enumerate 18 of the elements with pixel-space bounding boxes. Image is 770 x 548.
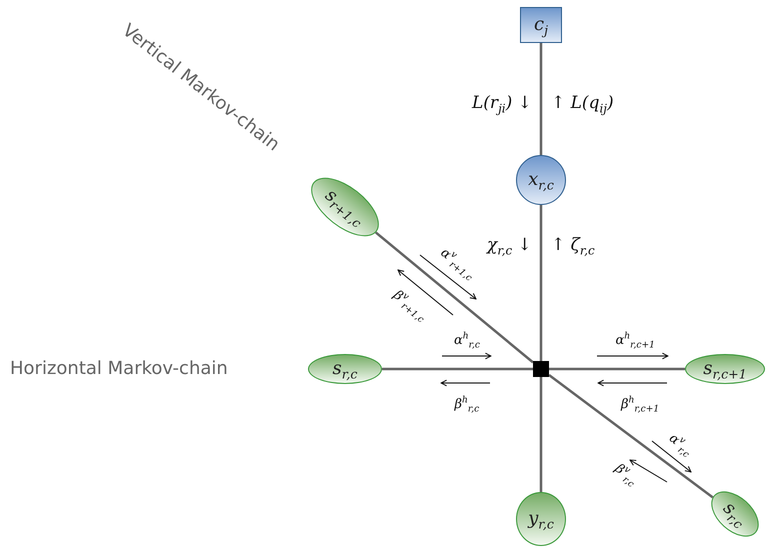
node-label: x$_{r,c}$ — [528, 171, 554, 189]
connector-line — [375, 232, 534, 364]
connector-line — [540, 43, 542, 155]
node-label: s$_{r,c+1}$ — [703, 360, 747, 378]
observation-node — [516, 492, 566, 546]
chain-title: Horizontal Markov-chain — [10, 360, 228, 378]
message-label: χ$_{r,c}$ ↓ — [487, 236, 532, 254]
connector-line — [548, 374, 714, 498]
factor-node — [533, 361, 549, 377]
connector-line — [540, 377, 542, 492]
connector-line — [382, 368, 533, 370]
factor-node — [520, 7, 562, 43]
node-label: s$_{r,c}$ — [332, 360, 358, 378]
message-label: ↑ ζ$_{r,c}$ — [551, 236, 595, 254]
variable-node — [516, 155, 566, 205]
connector-line — [549, 368, 685, 370]
connector-line — [540, 205, 542, 361]
node-label: y$_{r,c}$ — [528, 510, 554, 528]
